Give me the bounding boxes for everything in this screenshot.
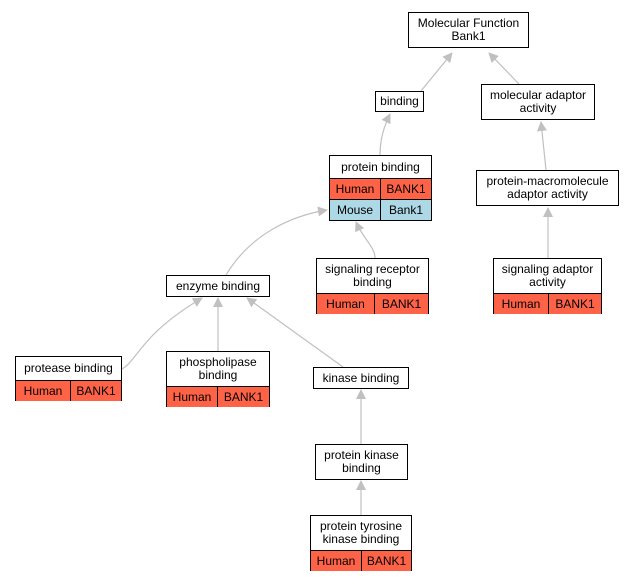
annotation-row-human: Human BANK1 [317, 293, 428, 314]
annotation-row-human: Human BANK1 [494, 293, 601, 314]
annotation-row-human: Human BANK1 [330, 178, 431, 199]
gene-cell: BANK1 [549, 294, 601, 314]
node-signaling-adaptor-activity[interactable]: signaling adaptor activity Human BANK1 [493, 258, 602, 314]
node-enzyme-binding[interactable]: enzyme binding [166, 275, 270, 297]
edge-protease-enzyme [121, 297, 203, 370]
edge-signaling-receptor-protein-binding [355, 221, 376, 259]
node-title-line1: kinase binding [322, 370, 400, 385]
node-protein-tyrosine-kinase-binding[interactable]: protein tyrosine kinase binding Human BA… [310, 515, 412, 571]
species-cell: Human [317, 294, 375, 314]
node-phospholipase-binding[interactable]: phospholipase binding Human BANK1 [166, 351, 270, 407]
node-kinase-binding[interactable]: kinase binding [313, 367, 409, 389]
annotation-row-human: Human BANK1 [311, 550, 411, 571]
node-title-line1: molecular adaptor [489, 88, 587, 102]
node-title-line1: signaling receptor [325, 262, 420, 276]
species-cell: Human [330, 179, 381, 199]
node-title-line2: binding [198, 368, 238, 382]
node-title-line1: protein-macromolecule [486, 174, 609, 188]
node-binding[interactable]: binding [375, 91, 424, 112]
node-protein-binding[interactable]: protein binding Human BANK1 Mouse Bank1 [329, 155, 432, 221]
node-title-line2: adaptor activity [507, 187, 588, 201]
node-signaling-receptor-binding[interactable]: signaling receptor binding Human BANK1 [316, 258, 429, 314]
node-title-line2: Bank1 [451, 29, 486, 43]
species-cell: Human [494, 294, 549, 314]
node-molecular-adaptor-activity[interactable]: molecular adaptor activity [481, 84, 595, 120]
edge-adaptor-root [488, 52, 520, 85]
annotation-row-human: Human BANK1 [167, 386, 269, 407]
gene-cell: BANK1 [218, 387, 269, 407]
node-title-line1: protease binding [24, 361, 113, 375]
node-title-line1: signaling adaptor [501, 262, 594, 276]
node-title-line1: binding [380, 94, 419, 108]
edge-protein-binding-binding [379, 113, 391, 156]
annotation-row-mouse: Mouse Bank1 [330, 199, 431, 220]
node-title-line1: protein tyrosine [319, 519, 403, 533]
gene-cell: Bank1 [381, 200, 431, 220]
node-title-line1: Molecular Function [417, 16, 520, 30]
gene-cell: BANK1 [375, 294, 428, 314]
node-title-line2: binding [342, 461, 381, 475]
node-molecular-function[interactable]: Molecular Function Bank1 [408, 12, 529, 48]
species-cell: Human [311, 551, 362, 571]
node-title-line2: activity [519, 101, 557, 115]
node-protein-kinase-binding[interactable]: protein kinase binding [315, 444, 408, 480]
gene-cell: BANK1 [362, 551, 411, 571]
node-protein-macromolecule-adaptor-activity[interactable]: protein-macromolecule adaptor activity [476, 170, 619, 206]
species-cell: Human [16, 381, 71, 401]
edge-kinase-enzyme [246, 297, 344, 368]
annotation-row-human: Human BANK1 [16, 380, 121, 401]
node-title-line2: binding [353, 275, 392, 289]
node-title-line2: activity [529, 275, 566, 289]
node-title-line1: enzyme binding [175, 278, 261, 293]
edge-enzyme-protein-binding [225, 206, 328, 276]
edge-binding-root [420, 52, 453, 92]
node-title-line2: kinase binding [322, 532, 400, 546]
gene-cell: BANK1 [381, 179, 431, 199]
node-title-line1: protein binding [341, 159, 420, 174]
species-cell: Human [167, 387, 218, 407]
gene-cell: BANK1 [71, 381, 121, 401]
node-title-line1: phospholipase [179, 355, 257, 369]
node-title-line1: protein kinase [324, 448, 399, 462]
species-cell: Mouse [330, 200, 381, 220]
node-protease-binding[interactable]: protease binding Human BANK1 [15, 356, 122, 401]
edge-macromolecule-adaptor [536, 121, 547, 171]
